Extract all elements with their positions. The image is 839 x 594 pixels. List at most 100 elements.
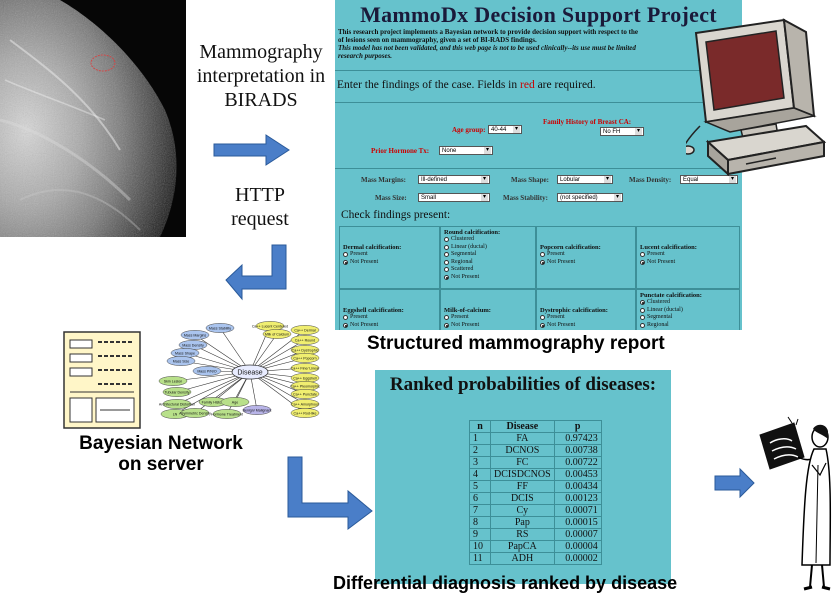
table-header: p — [553, 420, 602, 433]
radio-option[interactable]: Present — [540, 251, 632, 259]
calcification-title: Dermal calcification: — [343, 244, 402, 251]
network-node-label: Mass Shape — [175, 352, 195, 356]
radio-option[interactable]: Scattered — [444, 266, 532, 274]
mass-size-select[interactable]: Small — [418, 193, 490, 202]
radio-option[interactable]: Not Present — [343, 322, 436, 330]
radio-label: Not Present — [451, 273, 480, 280]
network-node: Age — [220, 397, 250, 407]
network-node-label: Ca++ Fine/ Linear — [291, 367, 321, 371]
radio-button-icon[interactable] — [640, 300, 645, 306]
table-cell: 0.00123 — [553, 492, 602, 505]
table-cell: FA — [490, 432, 555, 445]
network-node-label: Family History — [202, 401, 225, 405]
family-history-select[interactable]: No FH — [600, 127, 644, 136]
radio-button-icon[interactable] — [640, 322, 645, 328]
table-cell: 1 — [469, 432, 491, 445]
radio-label: Linear (ductal) — [451, 243, 487, 250]
radio-label: Regional — [451, 258, 473, 265]
radio-button-icon[interactable] — [343, 259, 348, 265]
radio-button-icon[interactable] — [640, 252, 645, 258]
radio-option[interactable]: Not Present — [444, 322, 532, 330]
radio-option[interactable]: Segmental — [640, 314, 736, 322]
radio-button-icon[interactable] — [444, 252, 449, 258]
radio-option[interactable]: Present — [640, 251, 736, 259]
radio-button-icon[interactable] — [343, 322, 348, 328]
network-node: Ca++ Popcorn — [290, 353, 320, 363]
network-node-label: Milk of Calcium — [265, 333, 289, 337]
radio-option[interactable]: Segmental — [444, 251, 532, 259]
radio-button-icon[interactable] — [540, 252, 545, 258]
radio-button-icon[interactable] — [444, 244, 449, 250]
bayesian-network-caption: Bayesian Network on server — [79, 433, 243, 475]
network-node: Ca++ Lucent Centered — [252, 321, 288, 331]
hormone-select[interactable]: None — [439, 146, 493, 155]
radio-option[interactable]: Regional — [444, 259, 532, 267]
radio-button-icon[interactable] — [540, 322, 545, 328]
arrow-bent-down-left-icon — [225, 244, 287, 301]
computer-icon — [686, 18, 827, 177]
arrow-right-icon — [213, 134, 290, 166]
radio-button-icon[interactable] — [640, 307, 645, 313]
radio-button-icon[interactable] — [343, 252, 348, 258]
calcification-title: Round calcification: — [444, 229, 501, 236]
radio-option[interactable]: Clustered — [444, 236, 532, 244]
mass-shape-select[interactable]: Lobular — [557, 175, 613, 184]
radio-button-icon[interactable] — [640, 315, 645, 321]
radio-option[interactable]: Not Present — [640, 259, 736, 267]
radio-button-icon[interactable] — [444, 274, 449, 280]
network-edge — [194, 371, 251, 414]
age-group-label: Age group: — [452, 126, 486, 134]
calcification-title: Eggshell calcification: — [343, 307, 404, 314]
radio-button-icon[interactable] — [444, 322, 449, 328]
http-request-label: HTTP request — [231, 184, 289, 230]
table-cell: 9 — [469, 528, 491, 541]
radio-option[interactable]: Linear (ductal) — [640, 307, 736, 315]
mass-margins-select[interactable]: Ill-defined — [418, 175, 490, 184]
mass-margins-label: Mass Margins: — [361, 176, 406, 184]
table-cell: 7 — [469, 504, 491, 517]
radio-option[interactable]: Not Present — [540, 322, 632, 330]
radio-button-icon[interactable] — [444, 315, 449, 321]
network-node-label: Mass Density — [182, 344, 204, 348]
age-group-select[interactable]: 40-44 — [488, 125, 522, 134]
radio-option[interactable]: Present — [444, 314, 532, 322]
radio-button-icon[interactable] — [540, 315, 545, 321]
radio-button-icon[interactable] — [640, 259, 645, 265]
radio-button-icon[interactable] — [444, 267, 449, 273]
table-cell: ADH — [490, 552, 555, 565]
radio-button-icon[interactable] — [540, 259, 545, 265]
radio-button-icon[interactable] — [444, 259, 449, 265]
differential-diagnosis-caption: Differential diagnosis ranked by disease — [333, 573, 678, 593]
radio-option[interactable]: Clustered — [640, 299, 736, 307]
network-node-label: Ca++ Lucent Centered — [252, 325, 288, 329]
arrow-right-small-icon — [714, 467, 755, 499]
mass-stability-label: Mass Stability: — [503, 194, 548, 202]
radio-option[interactable]: Not Present — [540, 259, 632, 267]
radio-option[interactable]: Not Present — [343, 259, 436, 267]
network-node-label: Ca++ Dermal — [294, 329, 316, 333]
radio-button-icon[interactable] — [444, 237, 449, 243]
radio-button-icon[interactable] — [343, 315, 348, 321]
mass-stability-select[interactable]: (not specified) — [557, 193, 623, 202]
table-cell: 2 — [469, 444, 491, 457]
network-edge — [219, 327, 251, 373]
radio-option[interactable]: Not Present — [444, 274, 532, 282]
radio-option[interactable]: Present — [343, 314, 436, 322]
radio-label: Not Present — [547, 321, 576, 328]
radio-option[interactable]: Linear (ductal) — [444, 244, 532, 252]
radio-option[interactable]: Regional — [640, 322, 736, 330]
table-cell: 0.00453 — [553, 468, 602, 481]
radio-option[interactable]: Present — [540, 314, 632, 322]
radio-label: Present — [647, 251, 665, 257]
table-header: Disease — [490, 420, 555, 433]
table-cell: 11 — [469, 552, 491, 565]
network-node: Ca++ Amorphous — [290, 399, 320, 409]
family-history-label: Family History of Breast CA: — [543, 118, 632, 126]
network-node: Hormone Treatment — [211, 409, 243, 419]
mass-density-select[interactable]: Equal — [680, 175, 738, 184]
radio-option[interactable]: Present — [343, 251, 436, 259]
table-cell: Cy — [490, 504, 555, 517]
